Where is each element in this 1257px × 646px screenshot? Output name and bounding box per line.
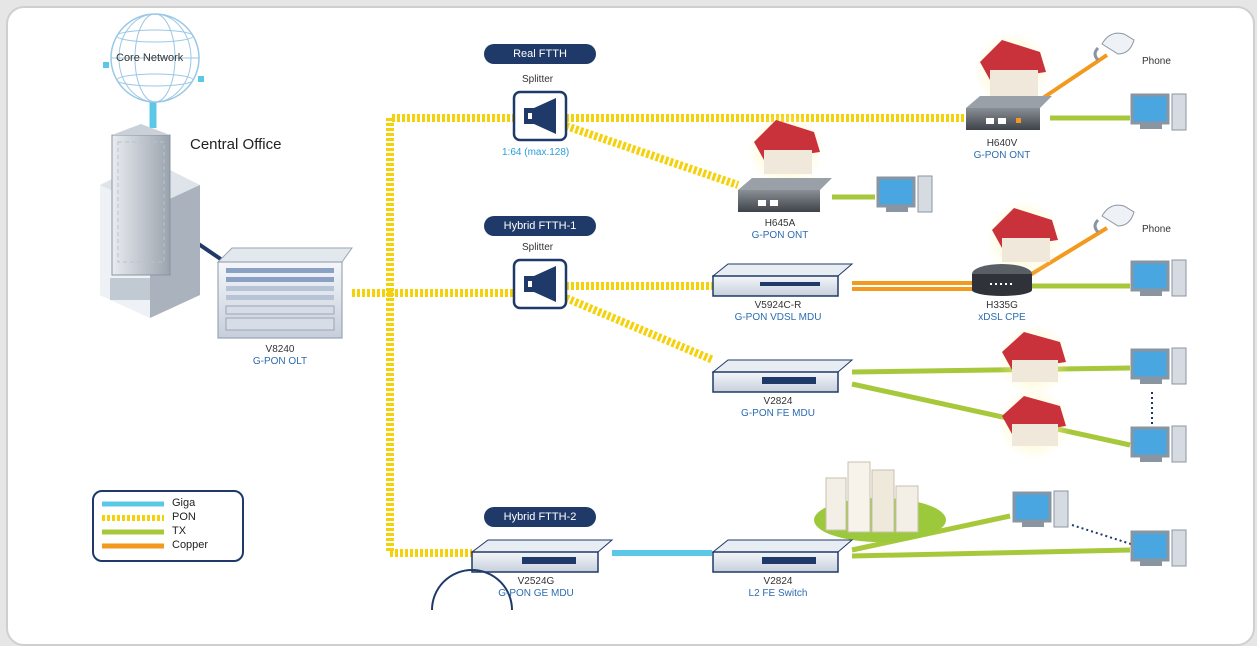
v2824-switch-device bbox=[711, 539, 854, 573]
house-4 bbox=[998, 324, 1070, 396]
v5924cr-device bbox=[711, 263, 854, 297]
network-diagram bbox=[100, 13, 1187, 610]
phone-2-icon bbox=[1093, 204, 1135, 234]
splitter-ratio-label: 1:64 (max.128) bbox=[502, 147, 570, 158]
phone-2-label: Phone bbox=[1142, 224, 1171, 235]
pon-links bbox=[352, 114, 975, 557]
section-hybrid-ftth-1: Hybrid FTTH-1 bbox=[484, 216, 596, 236]
phone-1-label: Phone bbox=[1142, 56, 1171, 67]
section-hybrid-ftth-2: Hybrid FTTH-2 bbox=[484, 507, 596, 527]
house-2 bbox=[748, 112, 824, 188]
apartment-buildings bbox=[814, 461, 946, 542]
tx-links bbox=[832, 115, 1131, 559]
splitter-2-icon bbox=[512, 258, 568, 310]
legend-copper-label: Copper bbox=[172, 539, 209, 551]
h335g-device bbox=[972, 264, 1032, 296]
dotted-connectors bbox=[1071, 392, 1153, 546]
legend: Giga PON TX Copper bbox=[92, 490, 244, 562]
house-5 bbox=[998, 388, 1070, 460]
pc-2 bbox=[876, 175, 933, 213]
house-1 bbox=[974, 32, 1050, 108]
h645a-device bbox=[738, 178, 832, 212]
pc-1 bbox=[1130, 93, 1187, 131]
legend-giga-label: Giga bbox=[172, 497, 196, 509]
section-real-ftth: Real FTTH bbox=[484, 44, 596, 64]
core-network-globe bbox=[103, 13, 204, 103]
house-3 bbox=[986, 200, 1062, 276]
pc-4 bbox=[1130, 347, 1187, 385]
splitter-1-icon bbox=[512, 90, 568, 142]
splitter-2-label: Splitter bbox=[522, 242, 554, 253]
bottom-circle-fragment bbox=[431, 569, 513, 610]
v2824-mdu-device bbox=[711, 359, 854, 393]
phone-1-icon bbox=[1093, 32, 1135, 62]
pc-6 bbox=[1012, 490, 1069, 528]
pc-3 bbox=[1130, 259, 1187, 297]
pc-5 bbox=[1130, 425, 1187, 463]
olt-chassis bbox=[216, 247, 353, 339]
splitter-1-label: Splitter bbox=[522, 74, 554, 85]
v2524g-device bbox=[470, 539, 614, 573]
copper-links bbox=[852, 53, 1109, 291]
central-office-label: Central Office bbox=[190, 136, 282, 153]
h640v-device bbox=[966, 96, 1052, 130]
pc-7 bbox=[1130, 529, 1187, 567]
core-network-label: Core Network bbox=[116, 52, 184, 64]
legend-pon-label: PON bbox=[172, 511, 196, 523]
legend-tx-label: TX bbox=[172, 525, 187, 537]
central-office-building bbox=[100, 124, 200, 318]
